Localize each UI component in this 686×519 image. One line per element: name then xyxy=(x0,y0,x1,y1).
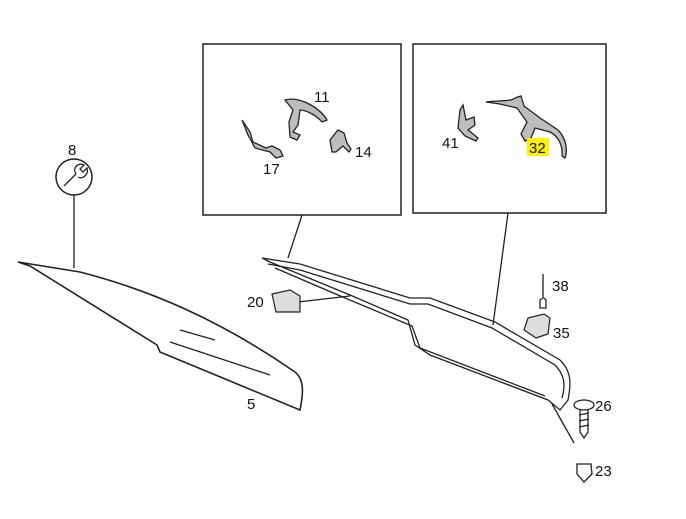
seal-profile-11 xyxy=(283,98,328,141)
highlight-32 xyxy=(527,138,549,156)
part-label-14[interactable]: 14 xyxy=(355,144,372,161)
part-label-26[interactable]: 26 xyxy=(595,398,612,415)
seal-profile-32 xyxy=(485,95,567,159)
screw-26 xyxy=(573,399,595,440)
detail-box-right xyxy=(412,43,607,214)
window-seal-frame xyxy=(261,257,571,411)
part-label-20[interactable]: 20 xyxy=(247,294,264,311)
part-label-5[interactable]: 5 xyxy=(247,396,255,413)
leader-line xyxy=(297,295,351,303)
clip-nut-23 xyxy=(576,463,593,483)
detail-box-left xyxy=(202,43,402,216)
part-label-11[interactable]: 11 xyxy=(314,89,330,106)
clip-35 xyxy=(523,313,551,339)
leader-line xyxy=(492,212,509,326)
part-label-17[interactable]: 17 xyxy=(263,161,280,178)
part-label-41[interactable]: 41 xyxy=(442,135,459,152)
part-label-38[interactable]: 38 xyxy=(552,278,569,295)
seal-profile-14 xyxy=(329,129,352,154)
rivet-38 xyxy=(539,274,547,309)
leader-line xyxy=(551,403,575,444)
seal-profile-41 xyxy=(457,103,479,142)
part-label-23[interactable]: 23 xyxy=(595,463,612,480)
rear-window-glass xyxy=(17,261,304,412)
wrench-icon[interactable] xyxy=(55,158,93,196)
part-label-35[interactable]: 35 xyxy=(553,325,570,342)
clip-20 xyxy=(271,289,301,313)
part-label-32[interactable]: 32 xyxy=(529,140,546,157)
leader-line xyxy=(287,214,303,259)
part-label-8[interactable]: 8 xyxy=(68,142,76,159)
seal-profile-17 xyxy=(241,119,284,159)
